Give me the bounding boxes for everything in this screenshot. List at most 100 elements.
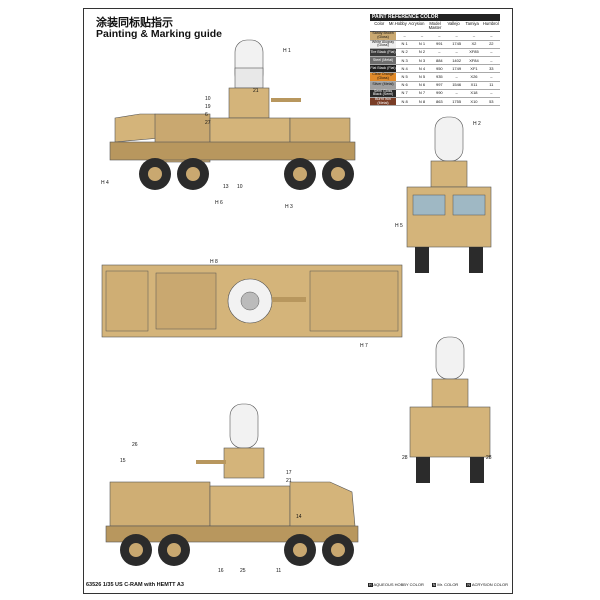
paint-code: N 6	[418, 82, 426, 88]
paint-code: X2	[471, 41, 477, 47]
paint-row: Sandy Brown (Gloss)––––––	[370, 32, 500, 41]
paint-code: N 3	[418, 57, 426, 63]
callout-label: H 3	[285, 204, 293, 210]
paint-name: Tire Black (Flat)	[370, 48, 396, 56]
paint-code: –	[455, 49, 458, 55]
callout-label: H 7	[360, 343, 368, 349]
paint-code: –	[455, 33, 458, 38]
paint-code: 1402	[452, 57, 462, 63]
paint-name: Steel (Metal)	[370, 56, 396, 65]
paint-code: –	[455, 90, 458, 96]
paint-code: 935	[435, 73, 443, 79]
paint-table-body: Sandy Brown (Gloss) – – – – – – White Alugray (…	[370, 32, 500, 107]
callout-label: H 6	[215, 200, 223, 206]
col-tamiya: Tamiya	[465, 21, 479, 26]
paint-code: 1546	[452, 82, 462, 88]
callout-number: 16	[218, 568, 224, 574]
paint-code: –	[490, 49, 493, 55]
paint-code: N 6	[401, 82, 408, 88]
paint-code: X18	[470, 90, 478, 96]
paint-code: 991	[435, 41, 443, 47]
callout-number: 27	[205, 120, 211, 126]
paint-code: 990	[435, 90, 443, 96]
paint-reference-table: PAINT REFERENCE COLOR Color Mr.Hobby Acr…	[370, 14, 500, 107]
legend-label: ACRYSION COLOR	[471, 582, 508, 587]
paint-code: X10	[470, 98, 478, 104]
callout-label: H 4	[101, 180, 109, 186]
paint-code: N 5	[418, 73, 426, 79]
wheels-top	[139, 158, 354, 190]
callout-label: H 2	[473, 121, 481, 127]
paint-name: White Alugray (Gloss)	[370, 39, 396, 48]
callout-number: 28	[402, 455, 408, 461]
paint-code: –	[438, 49, 441, 55]
paint-code: N 4	[418, 65, 426, 71]
callout-number: 6	[205, 112, 208, 118]
side-view-top: H 1 21 10 19 6 27 13 10 H 4 H 6 H 3	[101, 39, 356, 210]
paint-name: Flat Black (Flat)	[370, 65, 396, 73]
paint-code: N 3	[401, 57, 408, 63]
paint-code: N 7	[418, 90, 426, 96]
paint-code: –	[490, 73, 493, 79]
paint-code: 1755	[452, 98, 462, 104]
radome-top	[228, 39, 301, 119]
paint-code: 997	[435, 82, 443, 88]
paint-code: N 7	[401, 90, 408, 96]
paint-code: X26	[470, 73, 478, 79]
legend-label: Mr. COLOR	[437, 582, 459, 587]
callout-number: 10	[205, 96, 211, 102]
callout-number: 26	[132, 442, 138, 448]
paint-code: N 2	[401, 49, 408, 55]
col-color: Color	[374, 21, 385, 26]
paint-code: 1749	[452, 65, 462, 71]
paint-code: 1745	[452, 41, 462, 47]
paint-code: –	[490, 90, 493, 96]
paint-code: N 1	[401, 41, 408, 47]
callout-number: 15	[120, 458, 126, 464]
rear-view: 28 28	[402, 336, 492, 483]
paint-name: Silver (Metal)	[370, 81, 396, 89]
paint-code: 11	[489, 82, 494, 88]
paint-code: N 1	[418, 41, 426, 47]
callout-number: 28	[486, 455, 492, 461]
col-vallejo: Vallejo	[447, 21, 460, 26]
paint-code: XF85	[469, 49, 479, 55]
callout-number: 25	[240, 568, 246, 574]
legend-key: H	[367, 583, 373, 587]
callouts-top: H 1 21 10 19 6 27 13 10 H 4 H 6 H 3	[101, 48, 293, 210]
paint-code: 53	[489, 98, 494, 104]
front-view: H 2 H 5	[395, 116, 492, 273]
paint-code: –	[455, 73, 458, 79]
paint-code: –	[403, 33, 406, 38]
paint-code: N 4	[401, 65, 408, 71]
paint-code: XF1	[470, 65, 478, 71]
callout-label: H 1	[283, 48, 291, 54]
col-modelmaster: Model Master	[428, 21, 442, 31]
legend-key: N	[431, 583, 437, 587]
callout-number: 11	[276, 568, 281, 574]
callout-number: 14	[296, 514, 302, 520]
col-mrhobby: Mr.Hobby	[388, 21, 407, 26]
col-humbrol: Humbrol	[482, 21, 499, 26]
title-english: Painting & Marking guide	[96, 28, 223, 40]
paint-name: Sandy Brown (Gloss)	[370, 32, 396, 40]
callout-number: 21	[253, 88, 259, 94]
legend-key: N	[466, 583, 471, 587]
paint-code: –	[490, 33, 493, 38]
callout-label: H 8	[210, 259, 218, 265]
paint-code: 22	[489, 41, 494, 47]
paint-code: 863	[435, 98, 443, 104]
callout-number: 10	[237, 184, 243, 190]
paint-name: Burnt Iron (Metal)	[370, 97, 396, 106]
